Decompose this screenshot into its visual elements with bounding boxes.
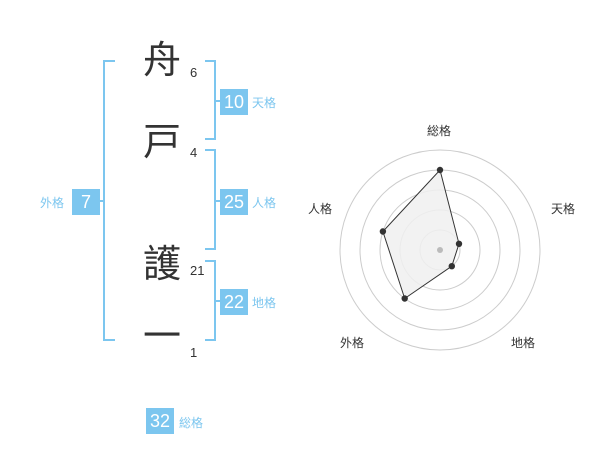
jinkaku-label: 人格 [252, 196, 277, 210]
jinkaku-bracket [205, 149, 216, 250]
radar-point-1 [436, 166, 444, 174]
radar-point-3 [448, 263, 455, 270]
stroke-count-1: 6 [190, 65, 198, 80]
chikaku-label: 地格 [252, 296, 277, 310]
gaikaku-label: 外格 [40, 196, 65, 210]
radar-point-2 [455, 240, 463, 247]
jinkaku-value: 25 [220, 189, 248, 215]
tenkaku-value: 10 [220, 89, 248, 115]
radar-axis-label-gaikaku: 外格 [340, 336, 365, 350]
stroke-count-2: 4 [190, 145, 198, 160]
radar-ring-5 [339, 149, 541, 351]
radar-axis-label-tenkaku: 天格 [551, 202, 576, 216]
name-char-4: 一 [142, 314, 181, 358]
radar-point-4 [401, 295, 408, 302]
name-char-3: 護 [142, 242, 181, 286]
chikaku-value: 22 [220, 289, 248, 315]
soukaku-label: 総格 [179, 416, 204, 430]
tenkaku-label: 天格 [252, 96, 277, 110]
gaikaku-value: 7 [72, 189, 100, 215]
soukaku-value: 32 [146, 408, 174, 434]
radar-axis-label-soukaku: 総格 [427, 124, 452, 138]
stroke-count-3: 21 [190, 263, 205, 278]
radar-axis-label-jinkaku: 人格 [308, 202, 333, 216]
radar-point-5 [379, 228, 387, 235]
name-char-1: 舟 [142, 38, 181, 82]
radar-axis-label-chikaku: 地格 [511, 336, 536, 350]
radar-center-dot [437, 247, 443, 253]
name-char-2: 戸 [142, 120, 181, 164]
stroke-count-4: 1 [190, 345, 198, 360]
radar-series-polygon [382, 168, 460, 300]
